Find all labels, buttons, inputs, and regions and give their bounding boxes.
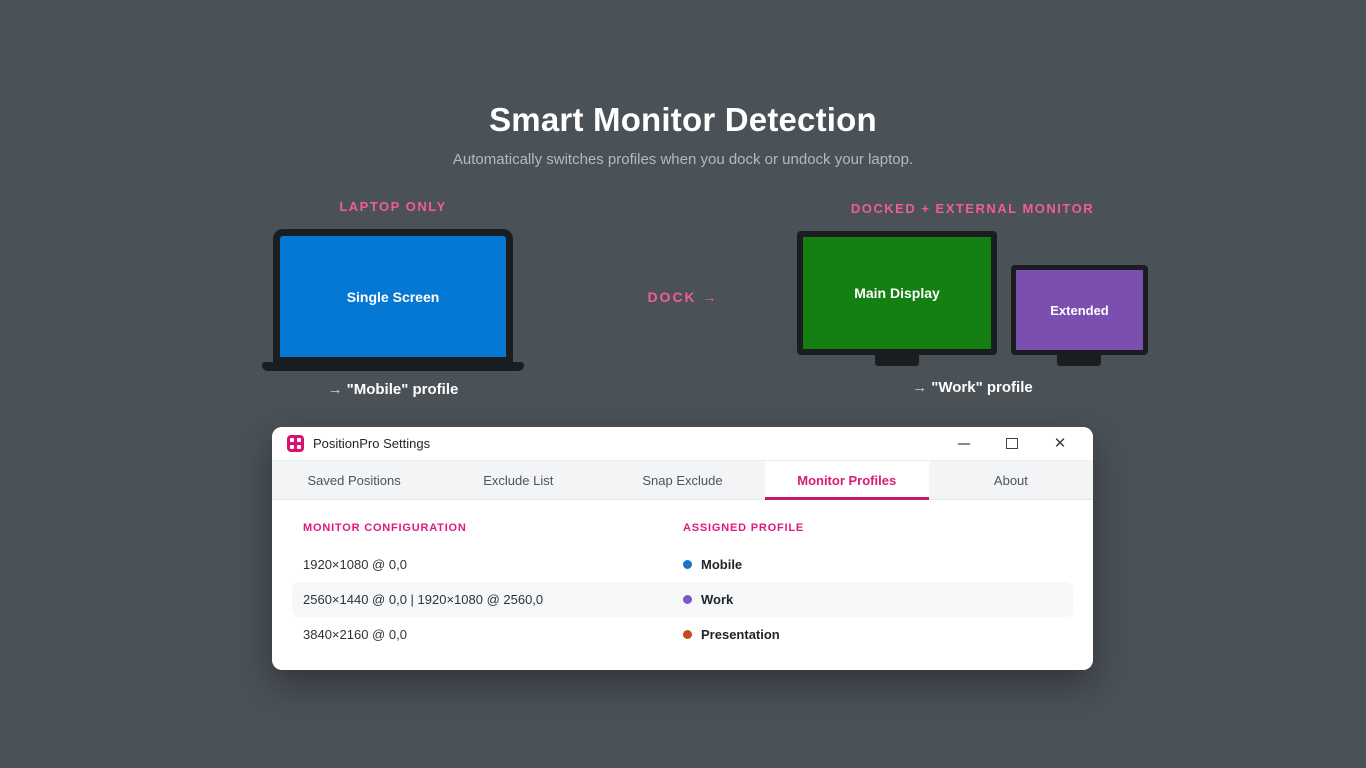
table-row[interactable]: 2560×1440 @ 0,0 | 1920×1080 @ 2560,0 Wor… [292,582,1073,617]
monitor-profiles-panel: MONITOR CONFIGURATION ASSIGNED PROFILE 1… [272,500,1093,652]
window-controls: ✕ [955,435,1079,453]
assigned-profile-value: Mobile [683,557,742,572]
profile-name: Presentation [701,627,780,642]
mobile-profile-caption: →"Mobile" profile [327,381,459,398]
laptop-screen-illustration: Single Screen [273,229,513,364]
tab-snap-exclude[interactable]: Snap Exclude [642,472,723,488]
main-display-text: Main Display [854,285,940,301]
maximize-icon [1006,438,1018,449]
close-button[interactable]: ✕ [1051,435,1069,453]
header-assigned-profile: ASSIGNED PROFILE [683,522,804,534]
tab-about[interactable]: About [993,472,1028,488]
laptop-screen-text: Single Screen [346,288,440,305]
profile-name: Mobile [701,557,743,572]
tab-saved-positions[interactable]: Saved Positions [307,472,401,488]
tab-exclude-list[interactable]: Exclude List [483,472,554,488]
extended-display-illustration: Extended [1011,265,1148,355]
profile-name: Work [701,592,734,607]
profile-color-dot [683,630,692,639]
main-display-illustration: Main Display [797,231,997,355]
positionpro-app-icon [287,435,304,452]
arrow-icon: → [912,379,928,396]
extended-display-stand [1057,355,1101,366]
docked-external-label: DOCKED + EXTERNAL MONITOR [850,201,1095,216]
table-row[interactable]: 1920×1080 @ 0,0 Mobile [292,547,1073,582]
work-profile-caption: →"Work" profile [912,379,1033,396]
window-title: PositionPro Settings [313,436,431,451]
settings-tabbar: Saved Positions Exclude List Snap Exclud… [272,461,1093,500]
minimize-button[interactable] [955,435,973,453]
tab-monitor-profiles[interactable]: Monitor Profiles [764,461,930,500]
main-display-stand [875,355,919,366]
laptop-base [262,362,524,371]
assigned-profile-value: Presentation [683,627,780,642]
profile-color-dot [683,595,692,604]
close-icon: ✕ [1053,435,1067,452]
laptop-only-label: LAPTOP ONLY [339,199,447,214]
page-subtitle: Automatically switches profiles when you… [452,151,914,168]
table-row[interactable]: 3840×2160 @ 0,0 Presentation [292,617,1073,652]
positionpro-settings-window: PositionPro Settings ✕ Saved Positions E… [272,427,1093,670]
monitor-configuration-value: 1920×1080 @ 0,0 [303,557,407,572]
window-titlebar[interactable]: PositionPro Settings ✕ [272,427,1093,461]
table-header-row: MONITOR CONFIGURATION ASSIGNED PROFILE [292,515,1073,547]
extended-display-text: Extended [1050,302,1109,318]
page-title: Smart Monitor Detection [489,101,877,138]
monitor-configuration-value: 3840×2160 @ 0,0 [303,627,407,642]
maximize-button[interactable] [1003,435,1021,453]
arrow-icon: → [327,381,343,398]
dock-arrow-label: DOCK → [647,289,719,305]
minimize-icon [958,442,970,445]
assigned-profile-value: Work [683,592,733,607]
header-monitor-configuration: MONITOR CONFIGURATION [303,522,467,534]
monitor-configuration-value: 2560×1440 @ 0,0 | 1920×1080 @ 2560,0 [303,592,544,607]
profile-color-dot [683,560,692,569]
